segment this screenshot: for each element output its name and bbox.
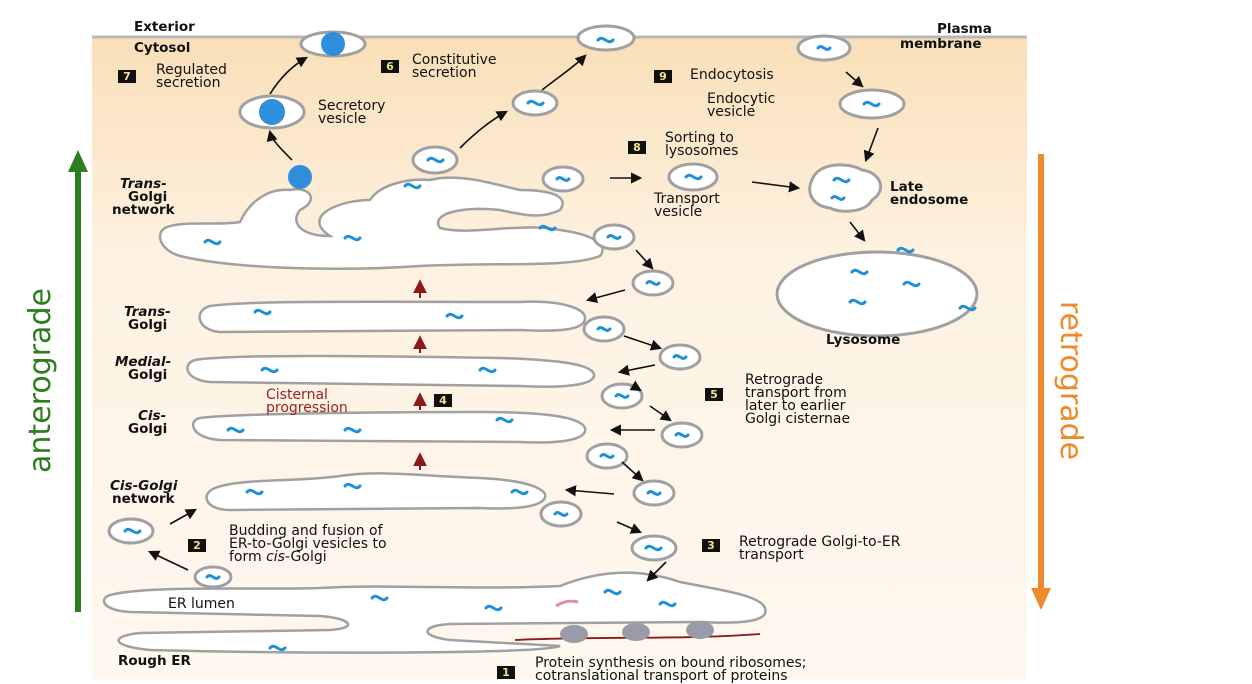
step-1-badge: 1 <box>497 666 515 679</box>
trans-golgi <box>198 300 587 334</box>
retrograde-label: retrograde <box>1052 300 1088 460</box>
label-late-endosome: Late endosome <box>890 179 969 208</box>
label-plasma-membrane-2: membrane <box>900 36 982 52</box>
late-endosome <box>808 163 883 213</box>
label-endocytic-vesicle: Endocytic vesicle <box>707 91 776 120</box>
label-exterior: Exterior <box>134 19 195 35</box>
exterior-strip <box>92 18 1027 36</box>
step-6-text: Constitutive secretion <box>412 52 497 81</box>
ribosomes <box>514 599 761 643</box>
retrograde-arrowhead <box>1031 588 1051 610</box>
label-lysosome: Lysosome <box>826 332 901 348</box>
cis-golgi <box>191 410 587 444</box>
step-4-badge: 4 <box>434 394 452 407</box>
label-tgn-2: Golgi <box>128 189 168 205</box>
anterograde-arrowhead <box>68 150 88 172</box>
label-transport-vesicle: Transport vesicle <box>654 191 720 220</box>
step-7-badge: 7 <box>118 70 136 83</box>
step-2-text: Budding and fusion of ER-to-Golgi vesicl… <box>229 523 387 565</box>
label-tgn-1: Trans- <box>120 176 167 192</box>
vesicle-fusing-right <box>576 24 636 52</box>
step-9-text: Endocytosis <box>690 67 774 83</box>
step-3-badge: 3 <box>702 539 720 552</box>
label-cgn-1: Cis-Golgi <box>110 478 178 494</box>
trans-golgi-network <box>158 176 604 271</box>
step-8-text: Sorting to lysosomes <box>665 130 739 159</box>
step-9-badge: 9 <box>654 70 672 83</box>
cis-golgi-network <box>205 472 547 512</box>
lysosome-body <box>775 250 979 338</box>
cargo-proteins <box>259 32 345 189</box>
label-cytosol: Cytosol <box>134 40 191 56</box>
step-1-text: Protein synthesis on bound ribosomes; co… <box>535 655 807 684</box>
label-cgn-2: network <box>112 491 175 507</box>
step-5-text: Retrograde transport from later to earli… <box>745 372 851 427</box>
label-rough-er: Rough ER <box>118 653 191 669</box>
label-er-lumen: ER lumen <box>168 596 235 612</box>
flow-arrows <box>147 54 879 582</box>
label-trans-golgi-2: Golgi <box>128 317 168 333</box>
step-7-text: Regulated secretion <box>156 62 227 91</box>
step-8-badge: 8 <box>628 141 646 154</box>
label-cis-golgi-1: Cis- <box>138 408 167 424</box>
label-cisternal-progression: Cisternal progression <box>266 387 348 416</box>
label-medial-golgi-2: Golgi <box>128 367 168 383</box>
label-tgn-3: network <box>112 202 175 218</box>
step-2-badge: 2 <box>188 539 206 552</box>
label-secretory-vesicle: Secretory vesicle <box>318 98 386 127</box>
step-5-badge: 5 <box>705 388 723 401</box>
cargo-squiggles <box>123 36 977 652</box>
step-6-badge: 6 <box>381 60 399 73</box>
step-3-text: Retrograde Golgi-to-ER transport <box>739 534 901 563</box>
label-cis-golgi-2: Golgi <box>128 421 168 437</box>
label-plasma-membrane-1: Plasma <box>937 21 992 37</box>
label-medial-golgi-1: Medial- <box>115 354 172 370</box>
medial-golgi <box>186 354 596 388</box>
anterograde-label: anterograde <box>22 287 58 473</box>
label-trans-golgi-1: Trans- <box>124 304 171 320</box>
